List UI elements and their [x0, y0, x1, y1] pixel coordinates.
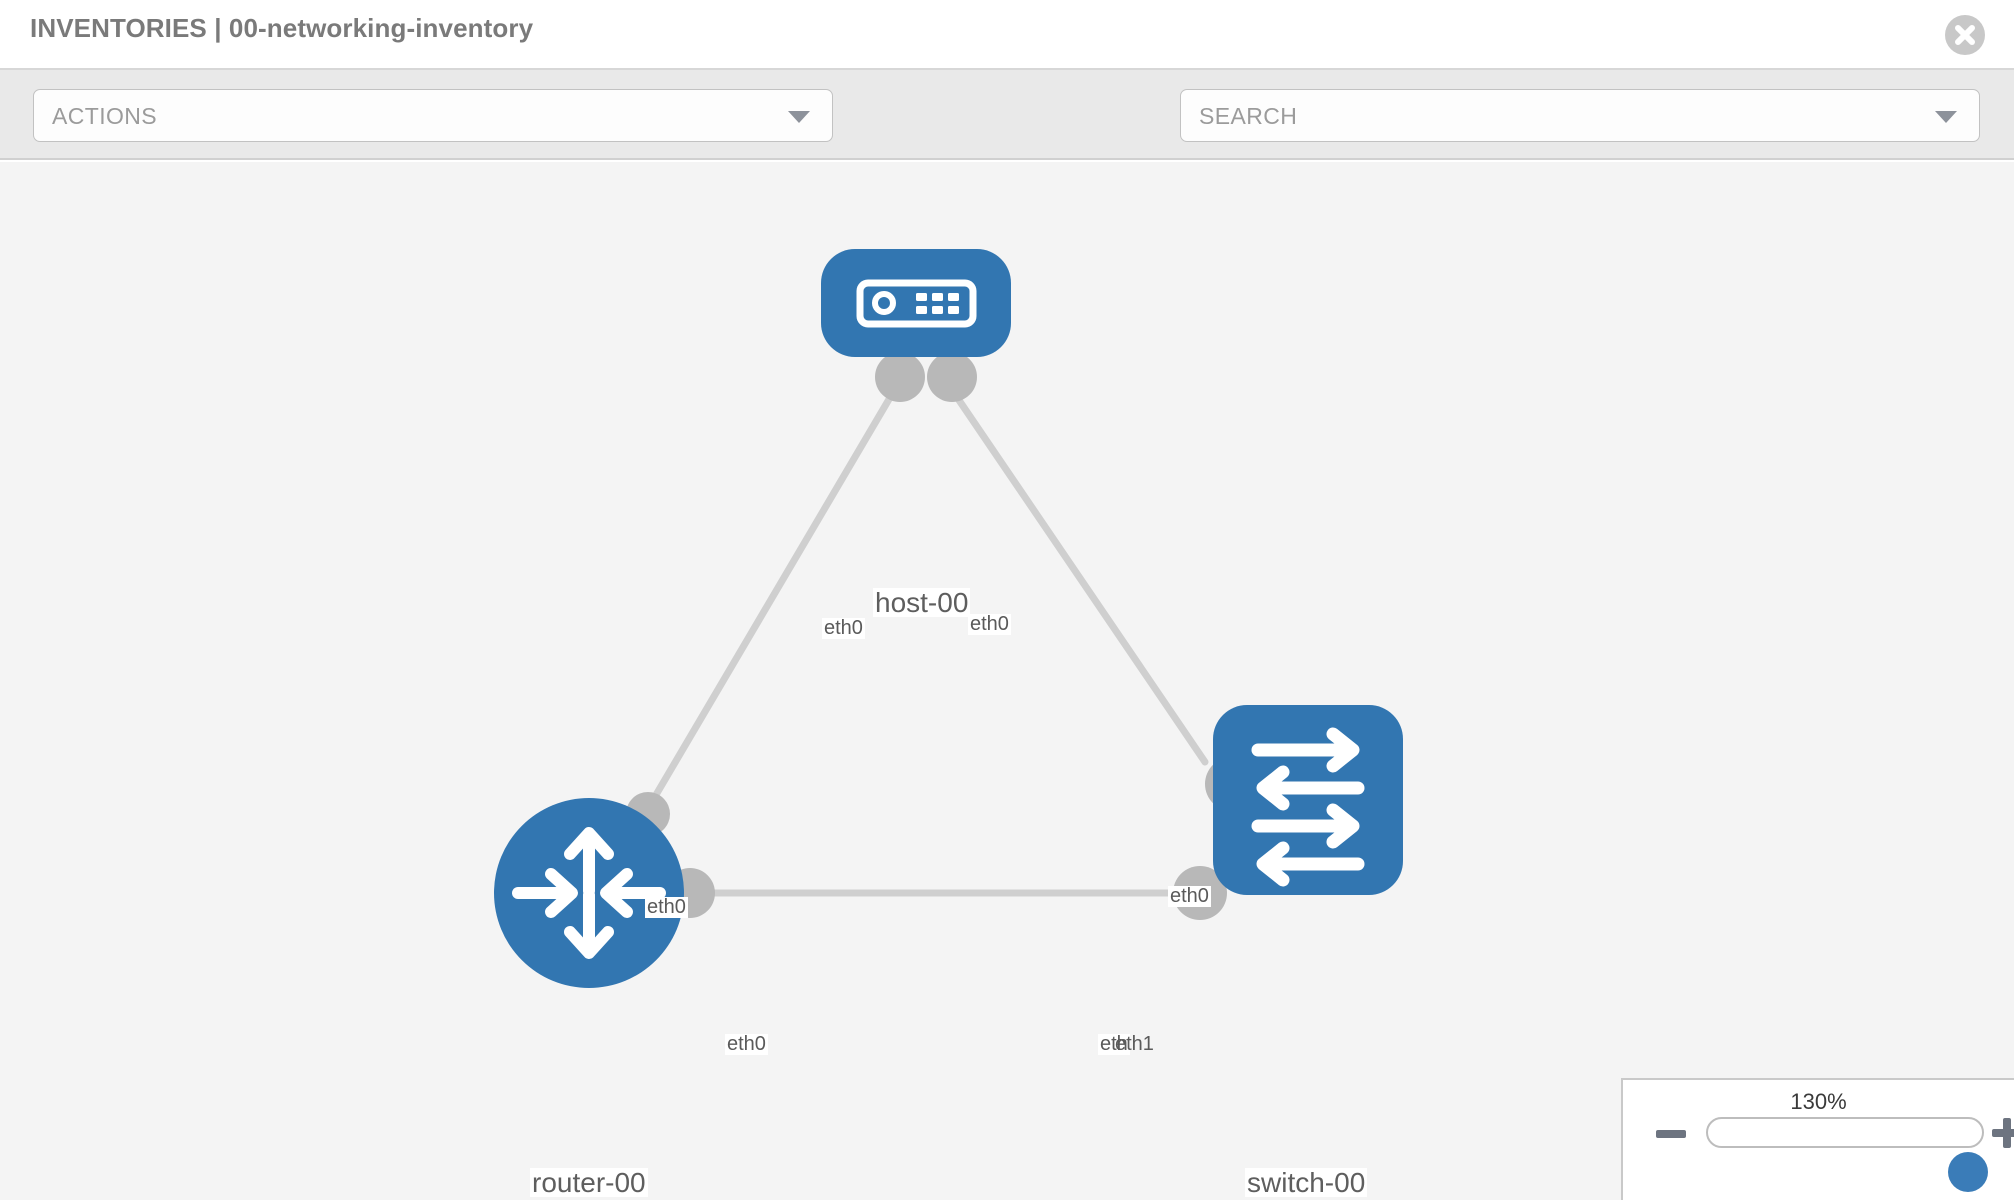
chevron-down-icon[interactable] — [1935, 111, 1957, 123]
link-host-switch — [944, 380, 1209, 766]
chevron-down-icon — [788, 111, 810, 123]
iface-label-host-left: eth0 — [822, 617, 865, 639]
page-header: INVENTORIES | 00-networking-inventory — [0, 0, 2014, 70]
iface-label-router-right: eth0 — [725, 1033, 768, 1055]
search-input[interactable]: SEARCH — [1180, 89, 1980, 142]
node-host-00[interactable] — [821, 249, 1011, 357]
close-icon[interactable] — [1944, 14, 1986, 56]
search-placeholder: SEARCH — [1199, 103, 1298, 129]
iface-label-switch-up: eth0 — [1168, 885, 1211, 907]
iface-label-switch-left-overlap: eth — [1098, 1033, 1130, 1055]
node-label-router-00: router-00 — [530, 1167, 648, 1198]
link-host-router — [636, 380, 902, 826]
topology-canvas[interactable]: host-00 router-00 switch-00 eth0 eth0 et… — [0, 162, 2014, 1200]
zoom-control-panel: 130% — [1621, 1078, 2014, 1200]
node-label-switch-00: switch-00 — [1245, 1167, 1368, 1198]
node-label-host-00: host-00 — [873, 587, 971, 618]
topology-graph — [494, 249, 1403, 988]
zoom-slider-track[interactable] — [1706, 1117, 1988, 1192]
node-switch-00[interactable] — [1213, 705, 1403, 895]
actions-dropdown[interactable]: ACTIONS — [33, 89, 833, 142]
zoom-out-button[interactable] — [1656, 1130, 1686, 1138]
page-title: INVENTORIES | 00-networking-inventory — [30, 13, 534, 43]
zoom-level-label: 130% — [1790, 1089, 1847, 1114]
zoom-in-button[interactable] — [1992, 1118, 2014, 1148]
port-host-right — [927, 352, 977, 402]
iface-label-router-up: eth0 — [645, 896, 688, 918]
zoom-slider-knob[interactable] — [1948, 1152, 1988, 1192]
toolbar: ACTIONS — [0, 70, 2014, 202]
close-circle-icon — [1945, 15, 1985, 55]
server-icon — [856, 279, 977, 328]
port-host-left — [875, 352, 925, 402]
switch-arrows-icon — [1251, 727, 1365, 887]
router-arrows-icon — [512, 827, 666, 959]
iface-label-switch-left: eth1 — [1115, 1033, 1154, 1055]
iface-label-host-right: eth0 — [968, 613, 1011, 635]
topology-ports — [626, 352, 1259, 920]
actions-dropdown-label: ACTIONS — [52, 103, 158, 129]
topology-links — [636, 380, 1209, 897]
node-router-00[interactable] — [494, 798, 684, 988]
